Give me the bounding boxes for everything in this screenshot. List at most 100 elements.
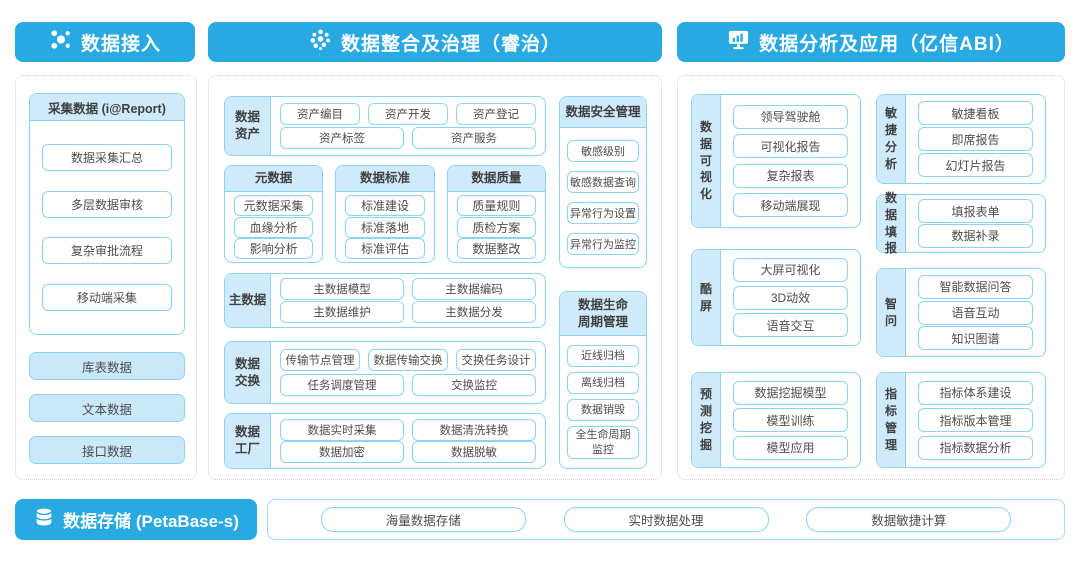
module-chip: 复杂审批流程 bbox=[42, 237, 172, 265]
module-chip: 数据加密 bbox=[280, 441, 404, 464]
module-chip: 资产编目 bbox=[280, 103, 360, 125]
module-chip: 语音交互 bbox=[733, 313, 848, 338]
module-chip: 复杂报表 bbox=[733, 163, 848, 188]
network-dots-icon bbox=[49, 28, 72, 57]
module-chip: 质检方案 bbox=[456, 216, 536, 238]
module-chip: 主数据模型 bbox=[280, 278, 404, 301]
metadata-group: 元数据 元数据采集 血缘分析 影响分析 bbox=[224, 165, 324, 263]
module-chip: 数据采集汇总 bbox=[42, 144, 172, 172]
module-chip: 指标数据分析 bbox=[918, 435, 1033, 460]
module-chip: 敏捷看板 bbox=[918, 101, 1033, 125]
module-chip: 离线归档 bbox=[567, 372, 639, 395]
data-security-group: 数据安全管理 敏感级别 敏感数据查询 异常行为设置 异常行为监控 bbox=[559, 96, 647, 268]
header-data-governance: 数据整合及治理（睿治） bbox=[208, 22, 662, 62]
group-title: 采集数据 (i@Report) bbox=[30, 94, 184, 121]
group-items: 资产编目 资产开发 资产登记 资产标签 资产服务 bbox=[271, 97, 545, 155]
header-data-storage: 数据存储 (PetaBase-s) bbox=[15, 499, 257, 540]
module-chip: 数据传输交换 bbox=[368, 349, 448, 371]
group-label: 数据资产 bbox=[225, 97, 271, 155]
agile-analysis-group: 敏捷分析 敏捷看板 即席报告 幻灯片报告 bbox=[876, 94, 1046, 184]
metadata-standard-quality-row: 元数据 元数据采集 血缘分析 影响分析 数据标准 标准建设 标准落地 标准评估 … bbox=[224, 165, 546, 263]
group-title: 数据生命周期管理 bbox=[560, 292, 646, 336]
data-lifecycle-group: 数据生命周期管理 近线归档 离线归档 数据销毁 全生命周期监控 bbox=[559, 291, 647, 469]
module-chip: 质量规则 bbox=[456, 195, 536, 217]
storage-title: 数据存储 (PetaBase-s) bbox=[63, 512, 239, 531]
group-label: 预测挖掘 bbox=[692, 373, 721, 467]
module-chip: 移动端展现 bbox=[733, 193, 848, 218]
cool-screen-group: 酷屏 大屏可视化 3D动效 语音交互 bbox=[691, 249, 861, 346]
module-chip: 全生命周期监控 bbox=[567, 426, 639, 459]
data-quality-group: 数据质量 质量规则 质检方案 数据整改 bbox=[446, 165, 546, 263]
data-source-chip: 文本数据 bbox=[29, 394, 185, 422]
data-source-chip: 库表数据 bbox=[29, 352, 185, 380]
data-filling-group: 数据填报 填报表单 数据补录 bbox=[876, 191, 1046, 255]
header-data-access: 数据接入 bbox=[15, 22, 195, 62]
module-chip: 移动端采集 bbox=[42, 283, 172, 311]
module-chip: 影响分析 bbox=[234, 237, 314, 259]
module-chip: 多层数据审核 bbox=[42, 190, 172, 218]
module-chip: 数据销毁 bbox=[567, 399, 639, 422]
header-data-analysis: 数据分析及应用（亿信ABI） bbox=[677, 22, 1065, 62]
group-label: 数据交换 bbox=[225, 342, 271, 403]
header-title: 数据接入 bbox=[80, 33, 161, 55]
module-chip: 数据挖掘模型 bbox=[733, 380, 848, 405]
group-label: 数据可视化 bbox=[692, 95, 721, 227]
module-chip: 3D动效 bbox=[733, 285, 848, 310]
module-chip: 数据整改 bbox=[456, 237, 536, 259]
module-chip: 异常行为监控 bbox=[567, 233, 639, 255]
collect-data-group: 采集数据 (i@Report) 数据采集汇总 多层数据审核 复杂审批流程 移动端… bbox=[29, 93, 185, 335]
data-visualization-group: 数据可视化 领导驾驶舱 可视化报告 复杂报表 移动端展现 bbox=[691, 94, 861, 228]
storage-capability-row: 海量数据存储 实时数据处理 数据敏捷计算 bbox=[267, 499, 1065, 540]
module-chip: 可视化报告 bbox=[733, 134, 848, 159]
group-label: 数据填报 bbox=[877, 191, 906, 255]
data-standard-group: 数据标准 标准建设 标准落地 标准评估 bbox=[335, 165, 435, 263]
data-source-chip: 接口数据 bbox=[29, 436, 185, 464]
module-chip: 智能数据问答 bbox=[918, 274, 1033, 299]
module-chip: 模型训练 bbox=[733, 408, 848, 432]
group-label: 主数据 bbox=[225, 274, 271, 327]
module-chip: 敏感数据查询 bbox=[567, 171, 639, 193]
module-chip: 即席报告 bbox=[918, 127, 1033, 151]
module-chip: 交换任务设计 bbox=[456, 349, 536, 371]
module-chip: 资产登记 bbox=[456, 103, 536, 125]
module-chip: 数据实时采集 bbox=[280, 418, 404, 441]
module-chip: 海量数据存储 bbox=[320, 507, 526, 532]
group-label: 酷屏 bbox=[692, 250, 721, 345]
data-exchange-group: 数据交换 传输节点管理 数据传输交换 交换任务设计 任务调度管理 交换监控 bbox=[224, 341, 546, 404]
header-title: 数据分析及应用（亿信ABI） bbox=[759, 33, 1015, 55]
module-chip: 数据敏捷计算 bbox=[806, 507, 1012, 532]
module-chip: 交换监控 bbox=[412, 374, 536, 396]
master-data-group: 主数据 主数据模型 主数据编码 主数据维护 主数据分发 bbox=[224, 273, 546, 328]
group-label: 数据工厂 bbox=[225, 414, 271, 468]
indicator-management-group: 指标管理 指标体系建设 指标版本管理 指标数据分析 bbox=[876, 372, 1046, 468]
module-chip: 领导驾驶舱 bbox=[733, 104, 848, 129]
module-chip: 主数据编码 bbox=[412, 278, 536, 301]
module-chip: 数据补录 bbox=[918, 223, 1033, 248]
module-chip: 语音互动 bbox=[918, 300, 1033, 325]
group-label: 指标管理 bbox=[877, 373, 906, 467]
smart-qa-group: 智问 智能数据问答 语音互动 知识图谱 bbox=[876, 268, 1046, 357]
header-title: 数据整合及治理（睿治） bbox=[340, 33, 561, 55]
module-chip: 主数据分发 bbox=[412, 300, 536, 323]
module-chip: 数据脱敏 bbox=[412, 441, 536, 464]
data-asset-group: 数据资产 资产编目 资产开发 资产登记 资产标签 资产服务 bbox=[224, 96, 546, 156]
module-chip: 标准评估 bbox=[345, 237, 425, 259]
module-chip: 传输节点管理 bbox=[280, 349, 360, 371]
group-label: 敏捷分析 bbox=[877, 95, 906, 183]
module-chip: 资产开发 bbox=[368, 103, 448, 125]
module-chip: 元数据采集 bbox=[234, 195, 314, 217]
module-chip: 敏感级别 bbox=[567, 140, 639, 162]
database-icon bbox=[33, 506, 55, 533]
module-chip: 指标版本管理 bbox=[918, 408, 1033, 432]
predictive-mining-group: 预测挖掘 数据挖掘模型 模型训练 模型应用 bbox=[691, 372, 861, 468]
panel-data-access: 采集数据 (i@Report) 数据采集汇总 多层数据审核 复杂审批流程 移动端… bbox=[15, 75, 197, 480]
group-title: 数据安全管理 bbox=[560, 97, 646, 128]
module-chip: 资产服务 bbox=[412, 127, 536, 149]
module-chip: 标准建设 bbox=[345, 195, 425, 217]
module-chip: 标准落地 bbox=[345, 216, 425, 238]
module-chip: 近线归档 bbox=[567, 345, 639, 368]
module-chip: 主数据维护 bbox=[280, 300, 404, 323]
module-chip: 数据清洗转换 bbox=[412, 418, 536, 441]
panel-data-analysis: 数据可视化 领导驾驶舱 可视化报告 复杂报表 移动端展现 酷屏 大屏可视化 3D… bbox=[677, 75, 1065, 480]
